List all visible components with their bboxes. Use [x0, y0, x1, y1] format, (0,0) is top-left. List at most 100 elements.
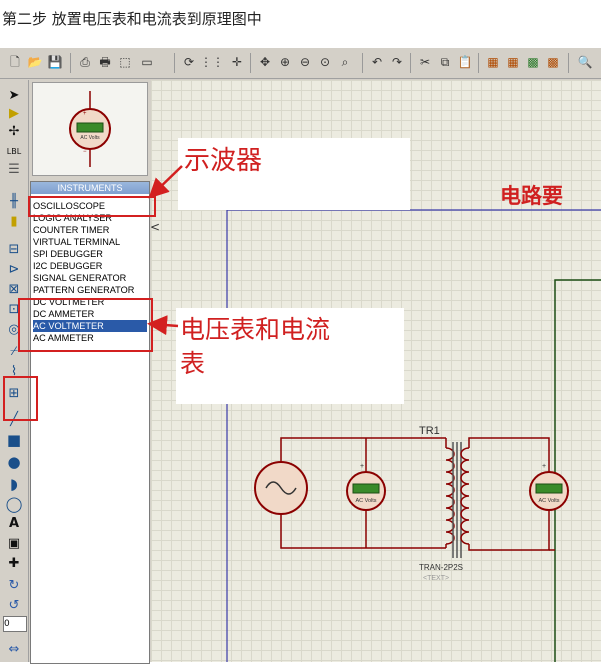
toolbar-divider: [410, 53, 411, 73]
mirror-icon[interactable]: ⇔: [8, 642, 20, 657]
svg-text:+: +: [360, 463, 364, 470]
zoom-in-icon[interactable]: ⊕: [279, 55, 291, 69]
zoom-area-icon[interactable]: ⌕: [341, 55, 349, 69]
box-icon[interactable]: ■: [6, 431, 22, 449]
instruments-list[interactable]: INSTRUMENTS OSCILLOSCOPE LOGIC ANALYSER …: [30, 181, 150, 664]
svg-text:−: −: [83, 149, 87, 155]
area-icon[interactable]: ▭: [141, 55, 153, 69]
select-arrow-icon[interactable]: ➤: [8, 88, 20, 103]
arrow-to-meters: [147, 315, 179, 336]
undo-icon[interactable]: ↶: [371, 55, 383, 69]
print-area-icon[interactable]: ⬚: [119, 55, 131, 69]
list-item-spi-debugger[interactable]: SPI DEBUGGER: [33, 249, 103, 259]
tape-recorder-icon[interactable]: ⊡: [8, 302, 20, 317]
highlight-oscilloscope: [28, 196, 156, 217]
pan-icon[interactable]: ✥: [259, 55, 271, 69]
transformer-ref: TR1: [419, 425, 440, 437]
device-pins-icon[interactable]: ⊳: [8, 262, 20, 277]
preview-meter-label: AC Volts: [80, 135, 100, 141]
list-item-signal-generator[interactable]: SIGNAL GENERATOR: [33, 273, 127, 283]
refresh-icon[interactable]: ⟳: [183, 55, 195, 69]
list-item-ac-voltmeter[interactable]: AC VOLTMETER: [33, 320, 147, 332]
toolbar-divider: [70, 53, 71, 73]
list-item-pattern-generator[interactable]: PATTERN GENERATOR: [33, 285, 135, 295]
list-item-oscilloscope[interactable]: OSCILLOSCOPE: [33, 201, 105, 211]
list-item-dc-voltmeter[interactable]: DC VOLTMETER: [33, 297, 105, 307]
print-setup-icon[interactable]: ⎙: [80, 55, 90, 69]
callout-circuit: 电路要: [500, 184, 563, 208]
list-item-i2c-debugger[interactable]: I2C DEBUGGER: [33, 261, 103, 271]
component-preview: AC Volts + −: [32, 82, 148, 176]
callout-meters-line1: 电压表和电流: [180, 315, 331, 344]
grid-icon[interactable]: ⋮⋮: [200, 55, 224, 69]
block-copy-icon[interactable]: ▦: [487, 55, 499, 69]
generator-icon[interactable]: ◎: [8, 322, 20, 337]
toolbar-divider: [250, 53, 251, 73]
current-probe-icon[interactable]: ⌇: [10, 364, 18, 379]
symbol-icon[interactable]: ▣: [7, 536, 21, 551]
angle-field[interactable]: 0: [3, 616, 27, 632]
mode-toolbar: ➤ ▶ ✢ LBL ☰ ╫ ▮ ⊟ ⊳ ⊠ ⊡ ◎ ⌿ ⌇ ⊞ ╱ ■ ● ◗ …: [0, 80, 29, 662]
copy-icon[interactable]: ⧉: [440, 55, 450, 69]
circle-icon[interactable]: ●: [7, 453, 21, 471]
block-rotate-icon[interactable]: ▩: [527, 55, 539, 69]
svg-text:+: +: [83, 111, 87, 117]
wire-label-icon[interactable]: LBL: [6, 147, 22, 156]
list-item-ac-ammeter[interactable]: AC AMMETER: [33, 333, 94, 343]
block-move-icon[interactable]: ▦: [507, 55, 519, 69]
main-toolbar: 🗋 📂 💾 ⎙ 🖶 ⬚ ▭ ⟳ ⋮⋮ ✛ ✥ ⊕ ⊖ ⊙ ⌕ ↶ ↷ ✂ ⧉ 📋…: [0, 48, 601, 79]
list-header: INSTRUMENTS: [31, 182, 149, 194]
subcircuit-icon[interactable]: ▮: [10, 214, 18, 229]
transformer-part: TRAN-2P2S: [419, 563, 463, 572]
toolbar-divider: [362, 53, 363, 73]
text-script-icon[interactable]: ☰: [8, 162, 20, 177]
toolbar-divider: [568, 53, 569, 73]
junction-icon[interactable]: ✢: [8, 124, 20, 139]
list-item-counter-timer[interactable]: COUNTER TIMER: [33, 225, 110, 235]
bus-icon[interactable]: ╫: [10, 194, 18, 209]
cut-icon[interactable]: ✂: [419, 55, 431, 69]
callout-meters-line2: 表: [180, 349, 206, 378]
voltage-probe-icon[interactable]: ⌿: [10, 344, 18, 359]
rotate-ccw-icon[interactable]: ↺: [8, 598, 20, 613]
toolbar-divider: [478, 53, 479, 73]
new-file-icon[interactable]: 🗋: [10, 55, 20, 69]
arc-icon[interactable]: ◗: [10, 475, 18, 493]
origin-icon[interactable]: ✛: [231, 55, 243, 69]
open-folder-icon[interactable]: 📂: [27, 55, 43, 69]
rotate-cw-icon[interactable]: ↻: [8, 578, 20, 593]
list-item-virtual-terminal[interactable]: VIRTUAL TERMINAL: [33, 237, 121, 247]
text-icon[interactable]: A: [8, 516, 20, 531]
list-item-dc-ammeter[interactable]: DC AMMETER: [33, 309, 95, 319]
callout-meters-box: [176, 308, 404, 404]
block-delete-icon[interactable]: ▩: [547, 55, 559, 69]
paste-icon[interactable]: 📋: [457, 55, 473, 69]
callout-oscilloscope-box: [178, 138, 410, 210]
svg-text:+: +: [542, 463, 546, 470]
save-icon[interactable]: 💾: [47, 55, 63, 69]
callout-oscilloscope: 示波器: [184, 146, 263, 176]
meter-label: AC Volts: [355, 498, 376, 504]
find-icon[interactable]: 🔍: [577, 55, 593, 69]
toolbar-divider: [174, 53, 175, 73]
secondary-coil: [460, 447, 470, 545]
collapse-arrow[interactable]: <: [150, 220, 161, 234]
redo-icon[interactable]: ↷: [391, 55, 403, 69]
zoom-out-icon[interactable]: ⊖: [299, 55, 311, 69]
virtual-instruments-icon[interactable]: ⊞: [8, 386, 20, 401]
arrow-to-oscilloscope: [148, 165, 183, 199]
zoom-all-icon[interactable]: ⊙: [319, 55, 331, 69]
meter-label: AC Volts: [538, 498, 559, 504]
highlight-instruments-tool: [3, 376, 38, 421]
sine-wave-icon: [265, 481, 297, 495]
marker-icon[interactable]: ✚: [8, 556, 20, 571]
component-icon[interactable]: ▶: [9, 106, 19, 121]
graph-icon[interactable]: ⊠: [8, 282, 20, 297]
schematic-drawing: AC Volts + TR1 TRAN-2P2S <TEXT> AC Volts…: [226, 209, 601, 662]
path-icon[interactable]: ◯: [5, 495, 23, 513]
terminals-icon[interactable]: ⊟: [8, 242, 20, 257]
print-icon[interactable]: 🖶: [99, 55, 111, 69]
page-heading: 第二步 放置电压表和电流表到原理图中: [2, 10, 262, 28]
list-item-logic-analyser[interactable]: LOGIC ANALYSER: [33, 213, 112, 223]
